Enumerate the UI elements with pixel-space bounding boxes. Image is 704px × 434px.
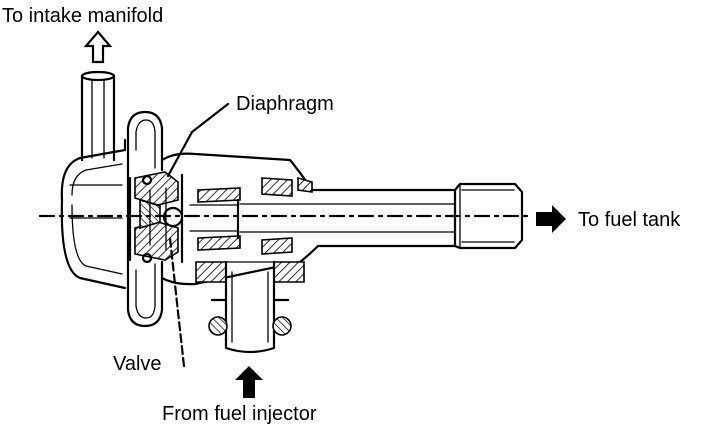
fuel-tank-arrow — [536, 205, 566, 233]
label-diaphragm: Diaphragm — [236, 93, 334, 115]
label-intake-manifold: To intake manifold — [2, 5, 163, 27]
leader-lines — [166, 102, 230, 368]
intake-nipple — [80, 70, 116, 162]
intake-arrow — [83, 30, 113, 64]
inlet-fitting — [195, 260, 305, 354]
label-valve: Valve — [113, 353, 162, 375]
label-from-fuel-injector: From fuel injector — [162, 403, 317, 425]
valve-assembly — [128, 171, 184, 264]
housing-body — [60, 138, 127, 290]
injector-arrow — [235, 366, 263, 398]
flange — [126, 110, 164, 328]
label-fuel-tank: To fuel tank — [578, 209, 681, 231]
outlet-pipe — [38, 182, 532, 250]
outlet-housing — [160, 152, 457, 286]
